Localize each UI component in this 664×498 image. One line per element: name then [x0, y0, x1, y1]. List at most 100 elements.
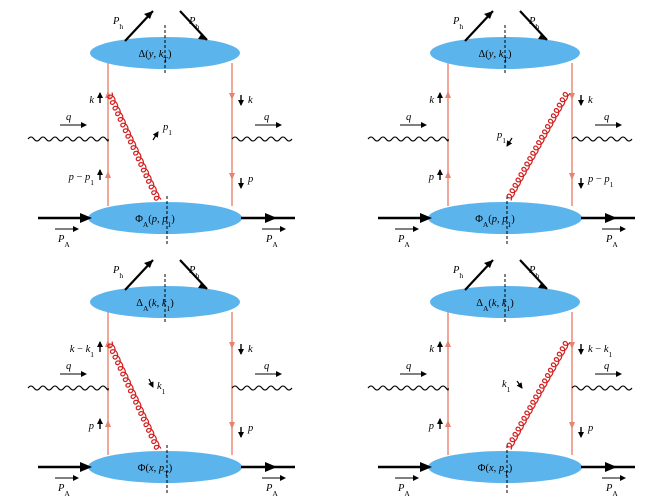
quark-arrow-left [445, 420, 451, 427]
hadron-out-line-arrow [265, 213, 277, 223]
photon-out [571, 385, 633, 391]
gluon-line [107, 341, 162, 450]
left-momentum-upper: k − k1 [70, 344, 95, 359]
quark-arrow-right-upper [229, 93, 235, 100]
gluon-momentum-arrow [148, 378, 154, 388]
hadron-in-arrow [80, 462, 92, 472]
gluon-momentum-label: p1 [496, 130, 506, 145]
photon-out [231, 136, 293, 142]
gluon-momentum-label: k1 [157, 381, 166, 396]
hadron-in-arrow [420, 462, 432, 472]
quark-arrow-right [229, 422, 235, 429]
photon-in-label: q [66, 361, 71, 372]
hadron-out-right-arrow [538, 33, 547, 40]
quark-arrow-right [229, 173, 235, 180]
bottom-blob-label: Φ(x, pT) [478, 463, 513, 478]
pa-in-label: PA [397, 234, 410, 249]
left-momentum-lower: p [428, 172, 434, 183]
quark-arrow-right-upper [569, 93, 575, 100]
hadron-in-arrow [80, 213, 92, 223]
quark-arrow-left-upper [105, 91, 111, 98]
right-momentum-lower: p [587, 423, 593, 434]
right-momentum-lower: p − p1 [587, 174, 614, 189]
distribution-blob [428, 202, 582, 234]
left-momentum-lower: p − p1 [68, 172, 95, 187]
pa-out-label: PA [265, 483, 278, 498]
right-momentum-upper: k − k1 [588, 344, 613, 359]
right-momentum-upper: k [248, 95, 253, 106]
quark-arrow-left-upper [105, 340, 111, 347]
photon-out [231, 385, 293, 391]
gluon-line [107, 92, 162, 201]
hadron-out-label-right: Ph [528, 265, 539, 280]
gluon-momentum-arrow [506, 137, 513, 147]
quark-arrow-right-upper [569, 342, 575, 349]
top-blob-label: Δ(y, kT) [139, 49, 172, 64]
photon-out [571, 136, 633, 142]
bottom-blob-label: ΦA(p, p1) [475, 214, 515, 229]
quark-arrow-right-upper [229, 342, 235, 349]
distribution-blob [88, 202, 242, 234]
top-blob-label: ΔA(k, k1) [136, 298, 174, 313]
distribution-blob [428, 451, 582, 483]
hadron-out-left-arrow [144, 260, 153, 268]
photon-out-label: q [604, 361, 609, 372]
top-blob-label: ΔA(k, k1) [476, 298, 514, 313]
pa-in-label: PA [57, 483, 70, 498]
hadron-out-label-left: Ph [452, 16, 463, 31]
hadron-out-right-arrow [198, 282, 207, 289]
photon-in [367, 385, 449, 391]
gluon-line [506, 91, 571, 201]
pa-in-label: PA [397, 483, 410, 498]
hadron-out-left-arrow [484, 260, 493, 268]
left-momentum-upper: k [429, 344, 434, 355]
hadron-out-label-left: Ph [112, 16, 123, 31]
gluon-line [506, 340, 571, 450]
bottom-blob-label: ΦA(p, p1) [135, 214, 175, 229]
quark-arrow-left [105, 171, 111, 178]
top-blob-label: Δ(y, kT) [479, 49, 512, 64]
hadron-out-left-arrow [484, 11, 493, 19]
hadron-out-label-right: Ph [528, 16, 539, 31]
right-momentum-upper: k [588, 95, 593, 106]
gluon-momentum-arrow [516, 380, 523, 389]
photon-in-label: q [66, 112, 71, 123]
gluon-momentum-arrow [152, 131, 159, 141]
left-momentum-lower: p [88, 421, 94, 432]
gluon-momentum-label: k1 [502, 379, 511, 394]
photon-in [27, 136, 109, 142]
hadron-out-label-right: Ph [188, 265, 199, 280]
right-momentum-lower: p [247, 423, 253, 434]
quark-arrow-left-upper [445, 340, 451, 347]
left-momentum-upper: k [89, 95, 94, 106]
hadron-out-line-arrow [605, 213, 617, 223]
hadron-out-label-left: Ph [112, 265, 123, 280]
bottom-blob-label: Φ(x, pT) [138, 463, 173, 478]
photon-out-label: q [264, 361, 269, 372]
hadron-out-left-arrow [144, 11, 153, 19]
gluon-momentum-label: p1 [162, 122, 172, 137]
hadron-out-label-left: Ph [452, 265, 463, 280]
pa-out-label: PA [265, 234, 278, 249]
photon-out-label: q [264, 112, 269, 123]
hadron-in-arrow [420, 213, 432, 223]
hadron-out-line-arrow [265, 462, 277, 472]
photon-in-label: q [406, 112, 411, 123]
left-momentum-upper: k [429, 95, 434, 106]
photon-in [27, 385, 109, 391]
hadron-out-line-arrow [605, 462, 617, 472]
photon-in [367, 136, 449, 142]
hadron-out-label-right: Ph [188, 16, 199, 31]
quark-arrow-left [105, 420, 111, 427]
right-momentum-lower: p [247, 174, 253, 185]
hadron-out-right-arrow [538, 282, 547, 289]
left-momentum-lower: p [428, 421, 434, 432]
hadron-out-right-arrow [198, 33, 207, 40]
distribution-blob [88, 451, 242, 483]
pa-in-label: PA [57, 234, 70, 249]
photon-in-label: q [406, 361, 411, 372]
